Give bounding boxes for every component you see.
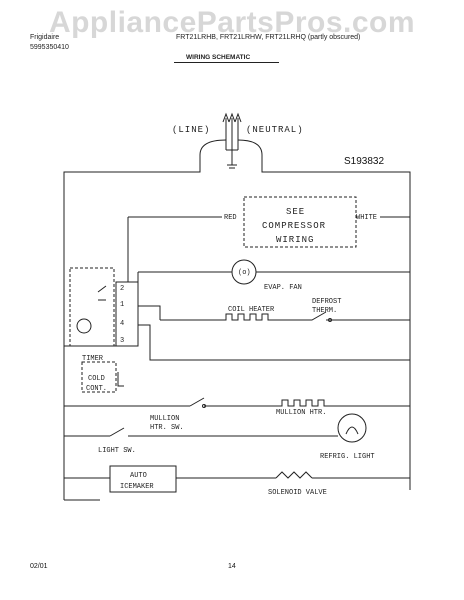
mullion-heater-icon	[204, 399, 410, 407]
compressor-red-wire: RED	[224, 214, 237, 222]
svg-text:(o): (o)	[238, 269, 251, 277]
schematic-title: WIRING SCHEMATIC	[186, 54, 251, 61]
cold-control-label-1: COLD	[88, 375, 105, 383]
compressor-line1: SEE	[286, 207, 305, 217]
compressor-line2: COMPRESSOR	[262, 221, 326, 231]
icemaker-label-2: ICEMAKER	[120, 483, 154, 491]
diagram-id: S193832	[344, 156, 384, 167]
icemaker-box	[109, 465, 177, 493]
mullion-switch-label-1: MULLION	[150, 415, 179, 423]
mullion-switch-label-2: HTR. SW.	[150, 424, 184, 432]
coil-heater-label: COIL HEATER	[228, 306, 275, 314]
timer-label: TIMER	[82, 355, 104, 363]
brand-name: Frigidaire	[30, 34, 60, 41]
timer-terminal-3: 3	[120, 337, 124, 345]
line-wire	[63, 139, 227, 500]
power-plug-icon	[222, 112, 242, 169]
mullion-switch-icon	[189, 397, 205, 407]
light-bulb-icon	[337, 413, 367, 443]
solenoid-valve-label: SOLENOID VALVE	[268, 489, 327, 497]
timer-terminal-2: 2	[120, 285, 124, 293]
timer-motor-icon	[76, 318, 92, 334]
footer-date: 02/01	[30, 563, 48, 570]
compressor-white-wire: WHITE	[356, 214, 377, 222]
timer-terminal-4: 4	[120, 320, 124, 328]
model-numbers: FRT21LRHB, FRT21LRHW, FRT21LRHQ (partly …	[176, 34, 361, 41]
timer-box	[69, 267, 115, 347]
cold-control-box	[81, 361, 117, 393]
defrost-therm-icon	[290, 311, 410, 321]
cold-control-label-2: CONT.	[86, 385, 107, 393]
part-number: 5995350410	[30, 44, 69, 51]
compressor-box	[243, 196, 357, 248]
page-number: 14	[228, 563, 236, 570]
light-switch-label: LIGHT SW.	[98, 447, 136, 455]
therm-label: THERM.	[312, 307, 337, 315]
mullion-heater-label: MULLION HTR.	[276, 409, 326, 417]
neutral-label: (NEUTRAL)	[246, 125, 304, 135]
coil-heater-icon	[160, 313, 290, 321]
neutral-wire	[237, 139, 411, 490]
solenoid-valve-icon	[275, 471, 313, 479]
title-underline	[174, 62, 279, 63]
timer-terminal-1: 1	[120, 301, 124, 309]
defrost-label: DEFROST	[312, 298, 341, 306]
compressor-line3: WIRING	[276, 235, 314, 245]
light-switch-icon	[109, 427, 125, 437]
evap-fan-label: EVAP. FAN	[264, 284, 302, 292]
refrig-light-label: REFRIG. LIGHT	[320, 453, 375, 461]
line-label: (LINE)	[172, 125, 210, 135]
icemaker-label-1: AUTO	[130, 472, 147, 480]
watermark: AppliancePartsPros.com	[48, 6, 416, 39]
